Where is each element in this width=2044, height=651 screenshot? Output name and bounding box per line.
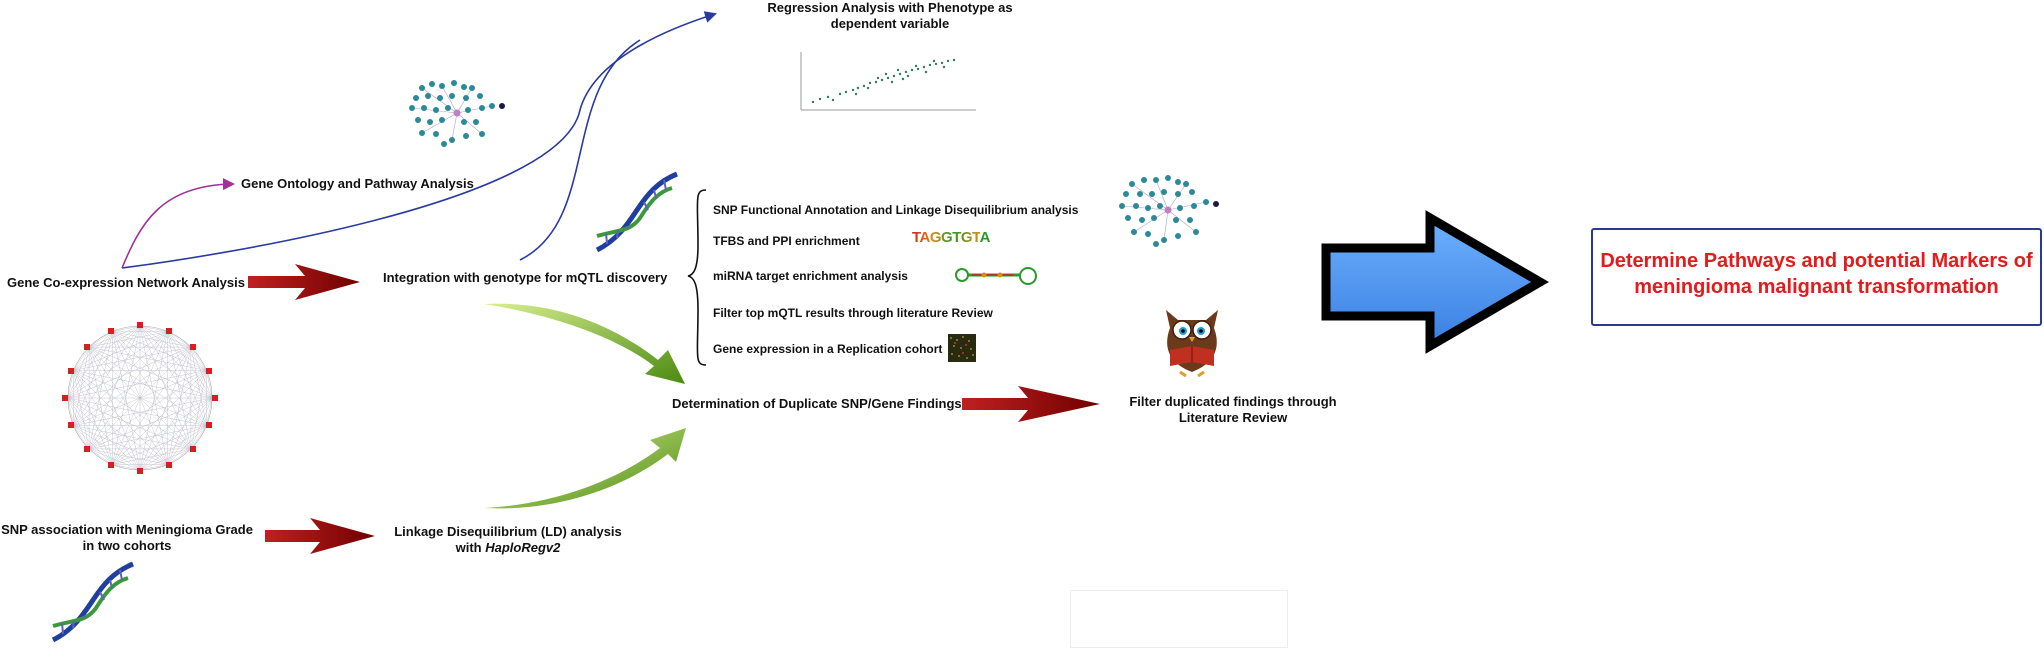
expression-heatmap-icon [948,334,976,362]
scatter-plot-icon [800,52,976,111]
red-arrow-snp [265,518,375,554]
ld-analysis-line2: with HaploRegv2 [383,540,633,556]
green-arrow-integration-to-duplicate [484,303,685,384]
mirna-hairpin-icon [955,267,1037,285]
snp-association-line2: in two cohorts [82,538,172,553]
result-line2: meningioma malignant transformation [1634,276,1999,298]
dna-helix-icon [51,561,134,643]
motif-sequence: TAGGTGT [912,229,980,246]
arrow-integration-to-regression [519,39,641,261]
step-item: Gene expression in a Replication cohort [713,342,943,356]
step-item: miRNA target enrichment analysis [713,269,908,283]
network-graph-icon [1119,175,1219,247]
filter-duplicates-line2: Literature Review [1178,410,1288,425]
regression-label: Regression Analysis with Phenotype as de… [745,0,1035,32]
big-blue-arrow [1321,210,1549,354]
arrow-coexpression-to-ontology [121,178,235,269]
ld-analysis-prefix: with [455,540,486,555]
network-graph-icon [409,80,505,147]
red-arrow-duplicate [962,386,1100,422]
haploreg-tool-name: HaploRegv2 [485,540,561,555]
red-arrow-coexpression [248,264,360,300]
regression-label-line1: Regression Analysis with Phenotype as [767,0,1013,15]
ld-analysis-label: Linkage Disequilibrium (LD) analysis wit… [383,524,633,556]
owl-reading-icon [1166,310,1218,378]
step-item: TFBS and PPI enrichment [713,234,860,248]
result-text: Determine Pathways and potential Markers… [1593,248,2040,300]
circular-network-icon [62,322,218,474]
step-item: SNP Functional Annotation and Linkage Di… [713,203,1079,217]
filter-duplicates-line1: Filter duplicated findings through [1129,394,1337,409]
snp-association-line1: SNP association with Meningioma Grade [1,522,253,537]
duplicate-findings-label: Determination of Duplicate SNP/Gene Find… [672,396,962,411]
result-line1: Determine Pathways and potential Markers… [1600,250,2033,272]
gene-ontology-label: Gene Ontology and Pathway Analysis [241,176,474,191]
ld-analysis-line1: Linkage Disequilibrium (LD) analysis [394,524,622,539]
dna-helix-icon [595,171,678,253]
regression-label-line2: dependent variable [830,16,950,31]
green-arrow-ld-to-duplicate [484,428,686,509]
motif-logo-icon: TAGGTGTA [912,229,990,246]
empty-frame [1070,590,1288,648]
result-box [1591,228,2042,326]
arrow-coexpression-to-regression [121,11,717,269]
snp-association-label: SNP association with Meningioma Grade in… [0,522,254,554]
step-item: Filter top mQTL results through literatu… [713,306,993,320]
coexpression-label: Gene Co-expression Network Analysis [7,275,245,290]
integration-label: Integration with genotype for mQTL disco… [383,270,668,285]
filter-duplicates-label: Filter duplicated findings through Liter… [1118,394,1348,426]
steps-brace [687,189,707,366]
motif-tail: A [979,229,991,246]
